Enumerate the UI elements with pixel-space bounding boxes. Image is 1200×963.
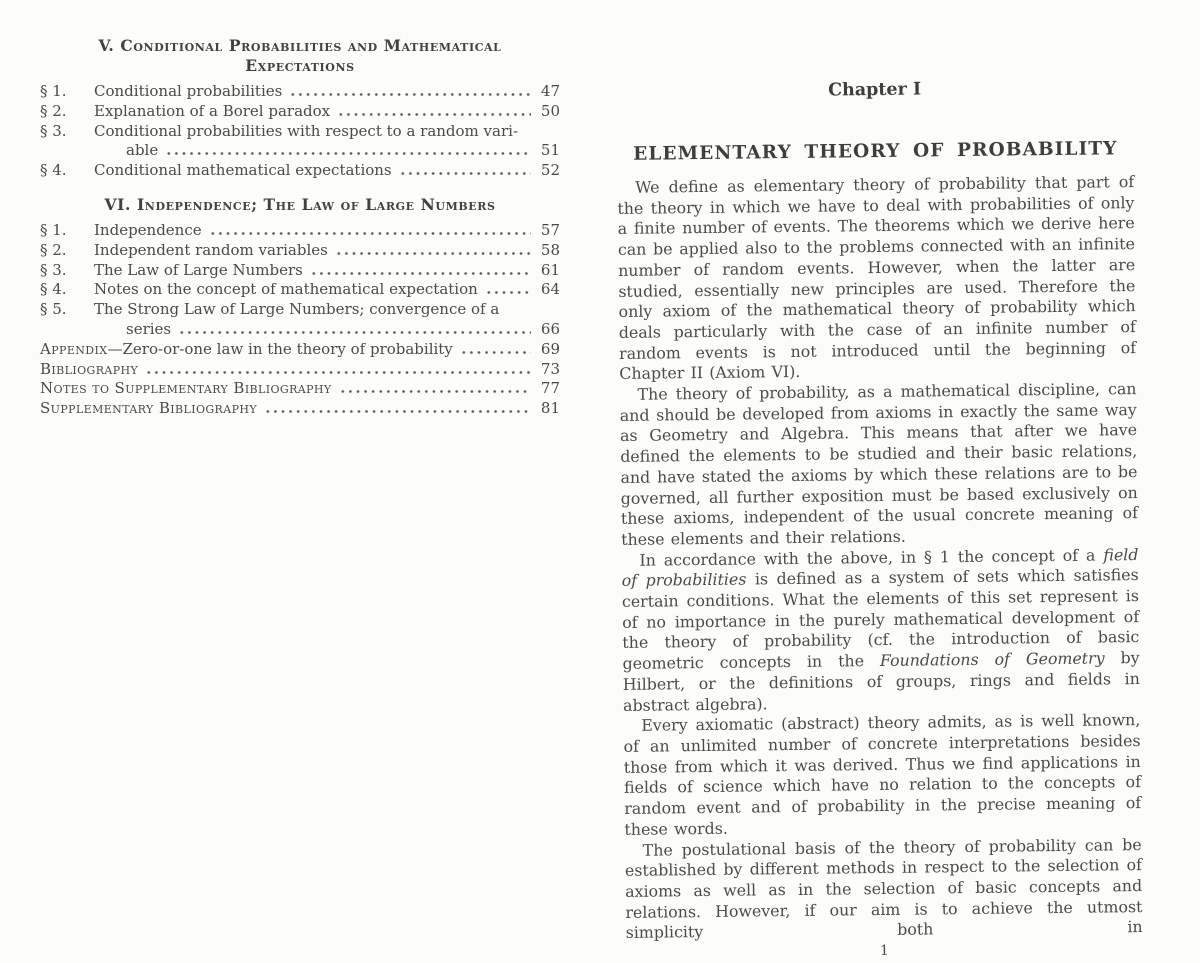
toc-section-heading: VI. Independence; The Law of Large Numbe… (40, 195, 560, 215)
toc-section: VI. Independence; The Law of Large Numbe… (40, 195, 560, 419)
toc-entry-text: The Strong Law of Large Numbers; converg… (94, 300, 500, 319)
toc-entry-number: § 2. (40, 240, 67, 259)
toc-entry-number: § 3. (40, 121, 67, 140)
toc-entries: § 1. Independence 57 § 2. Independent random… (40, 221, 560, 419)
toc-entry-text: Conditional mathematical expectations (94, 161, 392, 180)
body-text-segment: We define as elementary theory of probab… (617, 172, 1137, 384)
dot-leader (145, 370, 531, 374)
toc-entry-number: § 2. (40, 101, 67, 120)
toc-section: V. Conditional Probabilities and Mathema… (40, 36, 560, 181)
toc-entry: § 1. Conditional probabilities 47 (40, 82, 560, 102)
toc-entry-text: Independent random variables (94, 240, 328, 259)
body-text-segment: The theory of probability, as a mathemat… (619, 379, 1139, 549)
toc-entry: § 1. Independence 57 (40, 221, 560, 241)
toc-entry: able 51 (40, 141, 560, 161)
body-paragraph: Every axiomatic (abstract) theory admits… (623, 710, 1141, 840)
toc-entry: § 4. Conditional mathematical expectation… (40, 161, 560, 181)
body-paragraph: The theory of probability, as a mathemat… (619, 379, 1138, 550)
body-text-segment: The postulational basis of the theory of… (624, 834, 1143, 943)
toc-entry-page: 47 (540, 82, 560, 100)
toc-entry-number: § 4. (40, 280, 67, 299)
toc-entry: § 3. Conditional probabilities with respe… (40, 122, 560, 142)
body-paragraph: We define as elementary theory of probab… (617, 172, 1136, 385)
toc-entry-text: Conditional probabilities with respect t… (94, 121, 519, 140)
toc-entry-number: § 3. (40, 260, 67, 279)
toc-entry: Bibliography 73 (40, 360, 560, 380)
toc-section-heading-line: VI. Independence; The Law of Large Numbe… (104, 194, 496, 214)
dot-leader (264, 410, 531, 414)
table-of-contents-page: V. Conditional Probabilities and Mathema… (40, 36, 560, 419)
toc-entry-page: 69 (540, 339, 560, 358)
toc-entry-page: 64 (540, 280, 560, 299)
toc-entry: Appendix—Zero-or-one law in the theory o… (40, 340, 560, 360)
toc-entry-text: Explanation of a Borel paradox (94, 101, 331, 120)
toc-entry-smallcaps: Notes to Supplementary Bibliography (40, 379, 332, 398)
toc-entry-page: 51 (540, 141, 560, 160)
toc-entry-page: 73 (540, 359, 560, 378)
toc-entry-number: § 5. (40, 300, 67, 319)
dot-leader (459, 350, 531, 354)
dot-leader (334, 251, 531, 255)
toc-entry: § 4. Notes on the concept of mathematical… (40, 280, 560, 300)
toc-entry: § 3. The Law of Large Numbers 61 (40, 261, 560, 281)
toc-entries: § 1. Conditional probabilities 47 § 2. Expla… (40, 82, 560, 181)
dot-leader (178, 330, 531, 334)
toc-entry-smallcaps: Appendix (40, 339, 108, 358)
toc-section-heading-line: V. Conditional Probabilities and Mathema… (98, 36, 502, 55)
toc-entry-text: Conditional probabilities (94, 82, 283, 100)
dot-leader (484, 291, 531, 295)
toc-entry: Supplementary Bibliography 81 (40, 399, 560, 419)
chapter-title: ELEMENTARY THEORY OF PROBABILITY (633, 138, 1118, 165)
body-text-segment: Every axiomatic (abstract) theory admits… (623, 710, 1142, 839)
toc-entry: series 66 (40, 320, 560, 340)
toc-entry: § 2. Explanation of a Borel paradox 50 (40, 102, 560, 122)
dot-leader (338, 390, 531, 394)
chapter-label: Chapter I (828, 79, 922, 101)
dot-leader (309, 271, 531, 275)
toc-entry-page: 61 (540, 260, 560, 279)
toc-entry-number: § 4. (40, 161, 67, 180)
toc-entry-text: series (126, 319, 172, 338)
toc-entry: § 5. The Strong Law of Large Numbers; con… (40, 300, 560, 320)
toc-entry-number: § 1. (40, 82, 67, 100)
toc-entry-page: 81 (540, 399, 560, 418)
toc-entry-text: Notes on the concept of mathematical exp… (94, 280, 478, 299)
toc-entry: § 2. Independent random variables 58 (40, 241, 560, 261)
chapter-page: Chapter I ELEMENTARY THEORY OF PROBABILI… (616, 77, 1143, 963)
toc-entry-page: 77 (540, 379, 560, 398)
toc-entry-text: Independence (94, 220, 202, 239)
toc-entry-page: 50 (540, 101, 560, 120)
italic-text: Foundations of Geometry (879, 648, 1105, 671)
paragraphs: We define as elementary theory of probab… (617, 172, 1143, 944)
dot-leader (337, 112, 531, 116)
toc-entry-number: § 1. (40, 220, 67, 239)
toc-entry-page: 52 (540, 161, 560, 180)
toc-entry-page: 58 (540, 240, 560, 259)
toc-section-heading-line: Expectations (245, 56, 355, 75)
toc-entry-page: 66 (540, 319, 560, 338)
toc-entry-smallcaps: Supplementary Bibliography (40, 399, 258, 418)
body-paragraph: The postulational basis of the theory of… (625, 835, 1143, 944)
dot-leader (208, 231, 531, 235)
toc-entry-page: 57 (540, 220, 560, 239)
toc-section-heading: V. Conditional Probabilities and Mathema… (40, 36, 560, 76)
toc-entry-text: able (126, 141, 159, 160)
body-paragraph: In accordance with the above, in § 1 the… (621, 545, 1140, 716)
toc-entry-text: —Zero-or-one law in the theory of probab… (107, 339, 453, 358)
dot-leader (398, 172, 531, 176)
toc-entry-text: The Law of Large Numbers (94, 260, 303, 279)
toc-entry: Notes to Supplementary Bibliography 77 (40, 379, 560, 399)
toc-entry-smallcaps: Bibliography (40, 359, 139, 378)
dot-leader (165, 152, 531, 156)
dot-leader (289, 93, 531, 96)
